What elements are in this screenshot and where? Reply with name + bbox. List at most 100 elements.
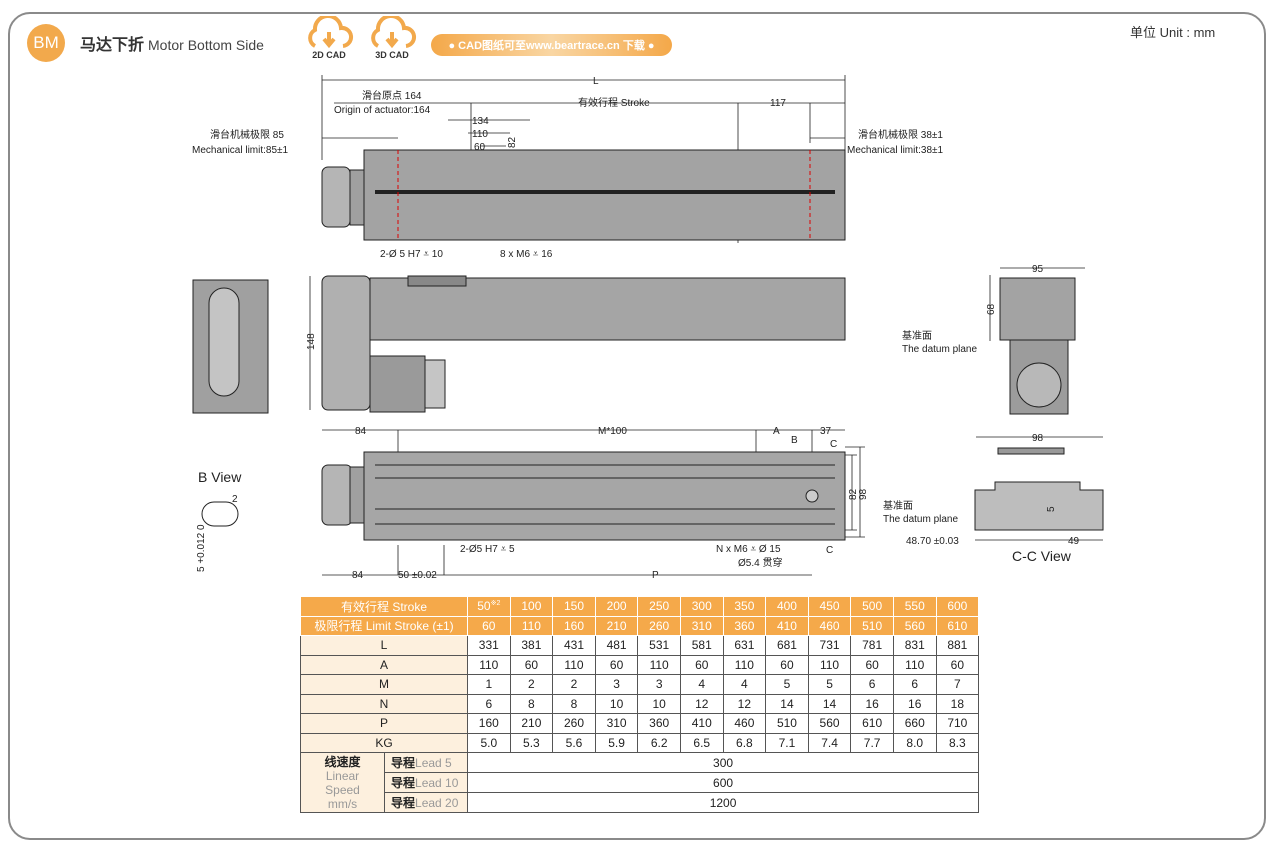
dim-A: A bbox=[773, 426, 780, 437]
table-cell: 12 bbox=[722, 693, 767, 714]
datum-label-cn: 基准面 bbox=[902, 329, 932, 342]
hole-spec-5: Ø5.4 贯穿 bbox=[738, 556, 782, 569]
label-B: B bbox=[791, 435, 798, 446]
mech-limit-right-cn: 滑台机械极限 38±1 bbox=[858, 128, 943, 141]
lead-label: 导程Lead 10 bbox=[384, 772, 468, 793]
table-cell: 160 bbox=[467, 713, 511, 734]
cc-dim-5: 5 bbox=[1046, 506, 1057, 512]
table-cell: 831 bbox=[892, 635, 937, 656]
end-view-c bbox=[999, 277, 1076, 415]
table-cell: 2 bbox=[552, 674, 596, 695]
table-cell: 6.5 bbox=[679, 732, 724, 753]
table-cell: 110 bbox=[637, 654, 681, 675]
table-cell: 60 bbox=[509, 654, 554, 675]
table-cell: 10 bbox=[594, 693, 639, 714]
mech-limit-left-en: Mechanical limit:85±1 bbox=[192, 145, 289, 156]
table-cell: 710 bbox=[935, 713, 980, 734]
technical-drawing: L 滑台原点 164 Origin of actuator:164 有效行程 S… bbox=[192, 75, 1104, 581]
top-view bbox=[321, 149, 846, 241]
table-cell: 5.3 bbox=[509, 732, 554, 753]
table-cell: 6 bbox=[850, 674, 894, 695]
table-cell: 60 bbox=[850, 654, 894, 675]
origin-label-cn: 滑台原点 164 bbox=[362, 89, 422, 102]
origin-label-en: Origin of actuator:164 bbox=[334, 105, 431, 116]
dim-84-bottom: 84 bbox=[352, 570, 364, 581]
table-cell: 381 bbox=[509, 635, 554, 656]
dimension-lines bbox=[309, 75, 1103, 576]
stroke-cell: 600 bbox=[935, 596, 980, 617]
table-cell: 460 bbox=[722, 713, 767, 734]
table-cell: 5 bbox=[765, 674, 809, 695]
stroke-cell: 200 bbox=[594, 596, 639, 617]
stroke-cell: 150 bbox=[552, 596, 596, 617]
limit-cell: 260 bbox=[637, 615, 681, 636]
speed-value: 1200 bbox=[466, 792, 980, 813]
table-cell: 110 bbox=[552, 654, 596, 675]
stroke-cell: 250 bbox=[637, 596, 681, 617]
dim-82-bottom: 82 bbox=[848, 488, 859, 500]
row-label: M bbox=[300, 674, 468, 695]
row-label: 极限行程 Limit Stroke (±1) bbox=[300, 615, 468, 636]
limit-cell: 60 bbox=[467, 615, 511, 636]
table-cell: 3 bbox=[637, 674, 681, 695]
table-cell: 110 bbox=[807, 654, 852, 675]
row-label: P bbox=[300, 713, 468, 734]
table-cell: 260 bbox=[552, 713, 596, 734]
dim-60: 60 bbox=[474, 142, 486, 153]
row-label: KG bbox=[300, 732, 468, 753]
limit-cell: 560 bbox=[892, 615, 937, 636]
cc-datum-en: The datum plane bbox=[883, 514, 958, 525]
table-cell: 110 bbox=[892, 654, 937, 675]
dim-98: 98 bbox=[858, 488, 869, 500]
cc-dim-49: 49 bbox=[1068, 536, 1080, 547]
hole-spec-3: 2-Ø5 H7 ⩡ 5 bbox=[460, 544, 515, 555]
table-cell: 331 bbox=[467, 635, 511, 656]
cad-2d-download[interactable]: 2D CAD bbox=[302, 16, 356, 60]
title-en: Motor Bottom Side bbox=[148, 37, 264, 53]
dim-M100: M*100 bbox=[598, 426, 627, 437]
table-cell: 60 bbox=[765, 654, 809, 675]
table-cell: 18 bbox=[935, 693, 980, 714]
cad-3d-download[interactable]: 3D CAD bbox=[365, 16, 419, 60]
table-cell: 4 bbox=[722, 674, 767, 695]
download-link[interactable]: ● CAD图纸可至www.beartrace.cn 下载 ● bbox=[431, 34, 672, 56]
table-cell: 6.8 bbox=[722, 732, 767, 753]
page-frame bbox=[8, 12, 1266, 840]
table-cell: 881 bbox=[935, 635, 980, 656]
stroke-cell: 50※2 bbox=[467, 596, 511, 617]
hole-spec-4: N x M6 ⩡ Ø 15 bbox=[716, 544, 781, 555]
b-view-dim-5: 5 +0.012 0 bbox=[196, 524, 207, 572]
table-cell: 210 bbox=[509, 713, 554, 734]
cc-dim-4870: 48.70 ±0.03 bbox=[906, 536, 959, 547]
table-cell: 6 bbox=[467, 693, 511, 714]
table-cell: 781 bbox=[850, 635, 894, 656]
table-cell: 8.3 bbox=[935, 732, 980, 753]
dim-P: P bbox=[652, 570, 659, 581]
dim-68: 68 bbox=[986, 303, 997, 315]
table-cell: 5.6 bbox=[552, 732, 596, 753]
dim-37: 37 bbox=[820, 426, 832, 437]
speed-value: 300 bbox=[466, 752, 980, 773]
cloud-download-icon bbox=[371, 16, 416, 49]
label-C-top: C bbox=[830, 439, 837, 450]
table-cell: 6 bbox=[892, 674, 937, 695]
limit-cell: 360 bbox=[722, 615, 767, 636]
limit-cell: 210 bbox=[594, 615, 639, 636]
table-cell: 731 bbox=[807, 635, 852, 656]
table-cell: 5 bbox=[807, 674, 852, 695]
dim-110: 110 bbox=[472, 129, 488, 140]
dim-134: 134 bbox=[472, 116, 489, 127]
mech-limit-right-en: Mechanical limit:38±1 bbox=[847, 145, 944, 156]
b-view-title: B View bbox=[198, 469, 242, 485]
dim-84-top: 84 bbox=[355, 426, 367, 437]
table-cell: 531 bbox=[637, 635, 681, 656]
dim-148: 148 bbox=[306, 333, 317, 350]
